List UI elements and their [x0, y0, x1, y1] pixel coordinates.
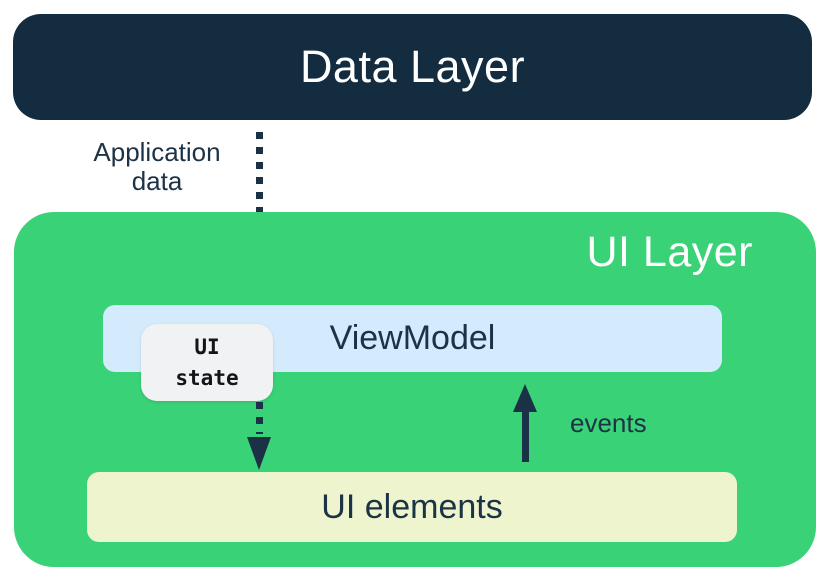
data-flow-dotted-line-lower — [256, 402, 263, 434]
viewmodel-label: ViewModel — [329, 319, 496, 357]
application-data-line2: data — [131, 166, 183, 196]
ui-state-line2: state — [175, 365, 239, 390]
application-data-line1: Application — [93, 137, 221, 167]
events-label: events — [570, 408, 647, 438]
data-layer-box: Data Layer — [13, 14, 812, 120]
ui-elements-label: UI elements — [321, 487, 503, 526]
application-data-label: Application data — [68, 138, 246, 196]
data-layer-label: Data Layer — [299, 41, 526, 92]
events-arrow-shaft — [522, 410, 529, 462]
ui-state-chip: UI state — [141, 324, 273, 401]
data-flow-arrowhead-lower — [247, 437, 271, 470]
ui-layer-label: UI Layer — [586, 228, 753, 276]
data-flow-dotted-line-upper — [256, 132, 263, 262]
events-arrowhead — [513, 384, 537, 412]
ui-elements-box: UI elements — [87, 472, 737, 542]
ui-state-line1: UI — [194, 334, 220, 359]
